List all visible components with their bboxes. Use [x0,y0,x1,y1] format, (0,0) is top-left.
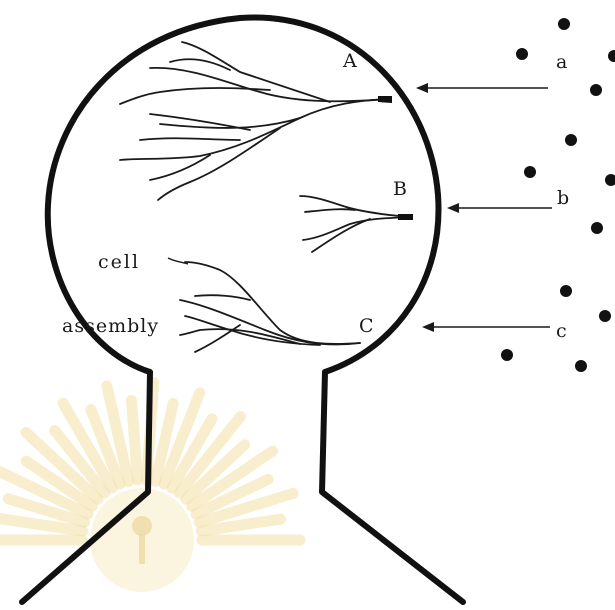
label-b: b [557,187,569,209]
label-B: B [393,178,407,200]
arrow-a [416,83,548,93]
arrow-b [447,203,552,213]
label-cell: cell [98,251,140,273]
label-A: A [342,50,357,72]
label-C: C [359,315,374,337]
stimulus-dots-b [524,134,615,234]
label-a: a [556,51,567,73]
label-c: c [556,320,567,342]
cell-assembly-leader [168,258,188,264]
arrow-c [422,322,550,332]
cell-assembly-B [300,196,413,252]
watermark-ray [132,400,138,480]
label-assembly: assembly [62,315,159,337]
cell-assembly-C [180,262,360,352]
